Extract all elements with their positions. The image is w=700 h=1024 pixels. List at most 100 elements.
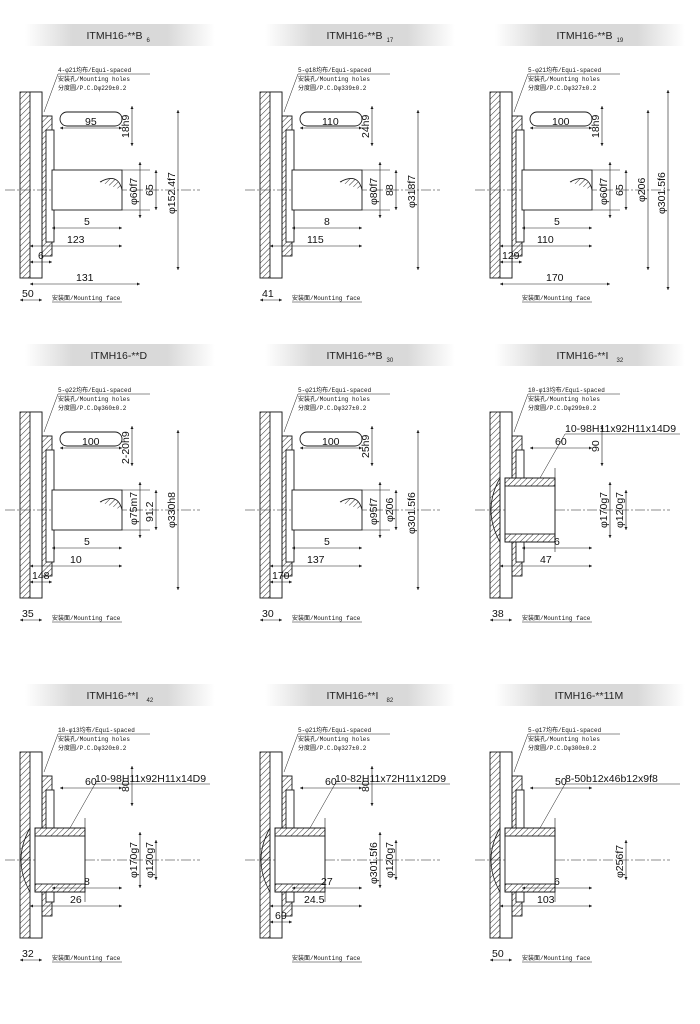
mounting-note: 4-φ21均布/Equi-spaced [58,66,132,74]
dim-b: 18h9 [120,114,132,138]
panel-title-subscript: 82 [387,698,394,704]
drawing-panel: ITMH16-**11M 5-φ17均布/Equi-spaced安装孔/Mount… [475,684,685,963]
dim-a: 60 [85,776,97,788]
mounting-note: 分度圆/P.C.Dφ360±0.2 [58,404,127,412]
dim-h: 110 [537,234,554,246]
mounting-note: 10-φ13均布/Equi-spaced [58,726,135,734]
panel-title-subscript: 42 [147,698,154,704]
mounting-face-label: 安装面/Mounting face [522,614,591,622]
dim-h: 10 [70,554,82,566]
mounting-face-label: 安装面/Mounting face [52,954,121,962]
title-band [265,24,455,46]
title-band [495,684,685,706]
dim-c: 65 [614,184,626,196]
dim-e: φ318f7 [406,175,418,208]
dim-g: 5 [84,536,90,548]
dim-i: 148 [32,570,50,582]
mounting-note: 分度圆/P.C.Dφ327±0.2 [298,744,367,752]
dim-h: 26 [70,894,82,906]
mounting-note: 安装孔/Mounting holes [528,735,600,743]
dim-g: 5 [84,216,90,228]
dim-d: φ95f7 [368,498,380,525]
dim-b: 80 [120,780,132,792]
mounting-note: 5-φ21均布/Equi-spaced [528,66,602,74]
dim-d: φ75m7 [128,492,140,525]
dim-c: φ120g7 [384,842,396,878]
dim-i: 60 [275,910,287,922]
title-band [25,344,215,366]
mounting-note: 分度圆/P.C.Dφ327±0.2 [528,84,597,92]
mounting-note: 安装孔/Mounting holes [58,735,130,743]
dim-h: 115 [307,234,324,246]
dim-c: 88 [384,184,396,196]
dim-e: φ330h8 [166,492,178,528]
dim-c: φ206 [384,498,396,522]
dim-h: 137 [307,554,325,566]
mounting-note: 安装孔/Mounting holes [298,395,370,403]
dim-a: 100 [552,116,570,128]
panel-title: ITMH16-**B [87,30,143,42]
drawing-panel: ITMH16-**I 42 10-φ13均布/Equi-spaced安装孔/Moun… [5,684,215,963]
mounting-note: 分度圆/P.C.Dφ339±0.2 [298,84,367,92]
mounting-note: 分度圆/P.C.Dφ299±0.2 [528,404,597,412]
dim-a: 95 [85,116,97,128]
dim-c: 65 [144,184,156,196]
dim-e: φ152.4f7 [166,172,178,214]
dim-a: 60 [325,776,337,788]
mounting-face-label: 安装面/Mounting face [52,614,121,622]
dim-k: 50 [22,288,34,300]
mounting-note: 10-φ13均布/Equi-spaced [528,386,605,394]
dim-g: 6 [554,876,560,888]
title-band [25,24,215,46]
mounting-note: 安装孔/Mounting holes [58,395,130,403]
dim-g: 5 [554,216,560,228]
mounting-note: 安装孔/Mounting holes [298,75,370,83]
mounting-note: 安装孔/Mounting holes [528,75,600,83]
mounting-face-label: 安装面/Mounting face [52,294,121,302]
panel-title: ITMH16-**I [87,690,139,702]
dim-h: 24.5 [304,894,325,906]
dim-i: 170 [272,570,290,582]
mounting-note: 分度圆/P.C.Dφ320±0.2 [58,744,127,752]
spline-callout: 10-82H11x72H11x12D9 [335,773,446,785]
dim-k: 41 [262,288,274,300]
mounting-note: 5-φ17均布/Equi-spaced [528,726,602,734]
dim-a: 100 [82,436,100,448]
spline-callout: 10-98H11x92H11x14D9 [565,423,676,435]
mounting-note: 5-φ18均布/Equi-spaced [298,66,372,74]
dim-a: 100 [322,436,340,448]
dim-k: 50 [492,948,504,960]
dim-g: 8 [324,216,330,228]
dim-b: 80 [360,780,372,792]
dim-c: φ120g7 [144,842,156,878]
mounting-note: 安装孔/Mounting holes [58,75,130,83]
dim-j: 131 [76,272,94,284]
dim-d: φ60f7 [598,178,610,205]
dim-b: 24h9 [360,114,372,138]
spline-callout: 8-50b12x46b12x9f8 [565,773,658,785]
title-band [495,24,685,46]
dim-a: 50 [555,776,567,788]
dim-d: φ301.5f6 [368,842,380,884]
dim-k: 30 [262,608,274,620]
mounting-note: 5-φ21均布/Equi-spaced [298,386,372,394]
panel-title: ITMH16-**11M [555,690,624,702]
mounting-note: 安装孔/Mounting holes [298,735,370,743]
dim-c: φ120g7 [614,492,626,528]
dim-b: 90 [590,440,602,452]
panel-title-subscript: 6 [147,38,151,44]
dim-g: 27 [321,876,333,888]
panel-title-subscript: 32 [617,358,624,364]
mounting-note: 分度圆/P.C.Dφ300±0.2 [528,744,597,752]
dim-g: 6 [554,536,560,548]
mounting-note: 分度圆/P.C.Dφ229±0.2 [58,84,127,92]
title-band [495,344,685,366]
dim-i: 129 [502,250,520,262]
mounting-note: 5-φ22均布/Equi-spaced [58,386,132,394]
mounting-note: 5-φ21均布/Equi-spaced [298,726,372,734]
mounting-face-label: 安装面/Mounting face [522,954,591,962]
dim-h: 103 [537,894,555,906]
dim-d: φ170g7 [128,842,140,878]
